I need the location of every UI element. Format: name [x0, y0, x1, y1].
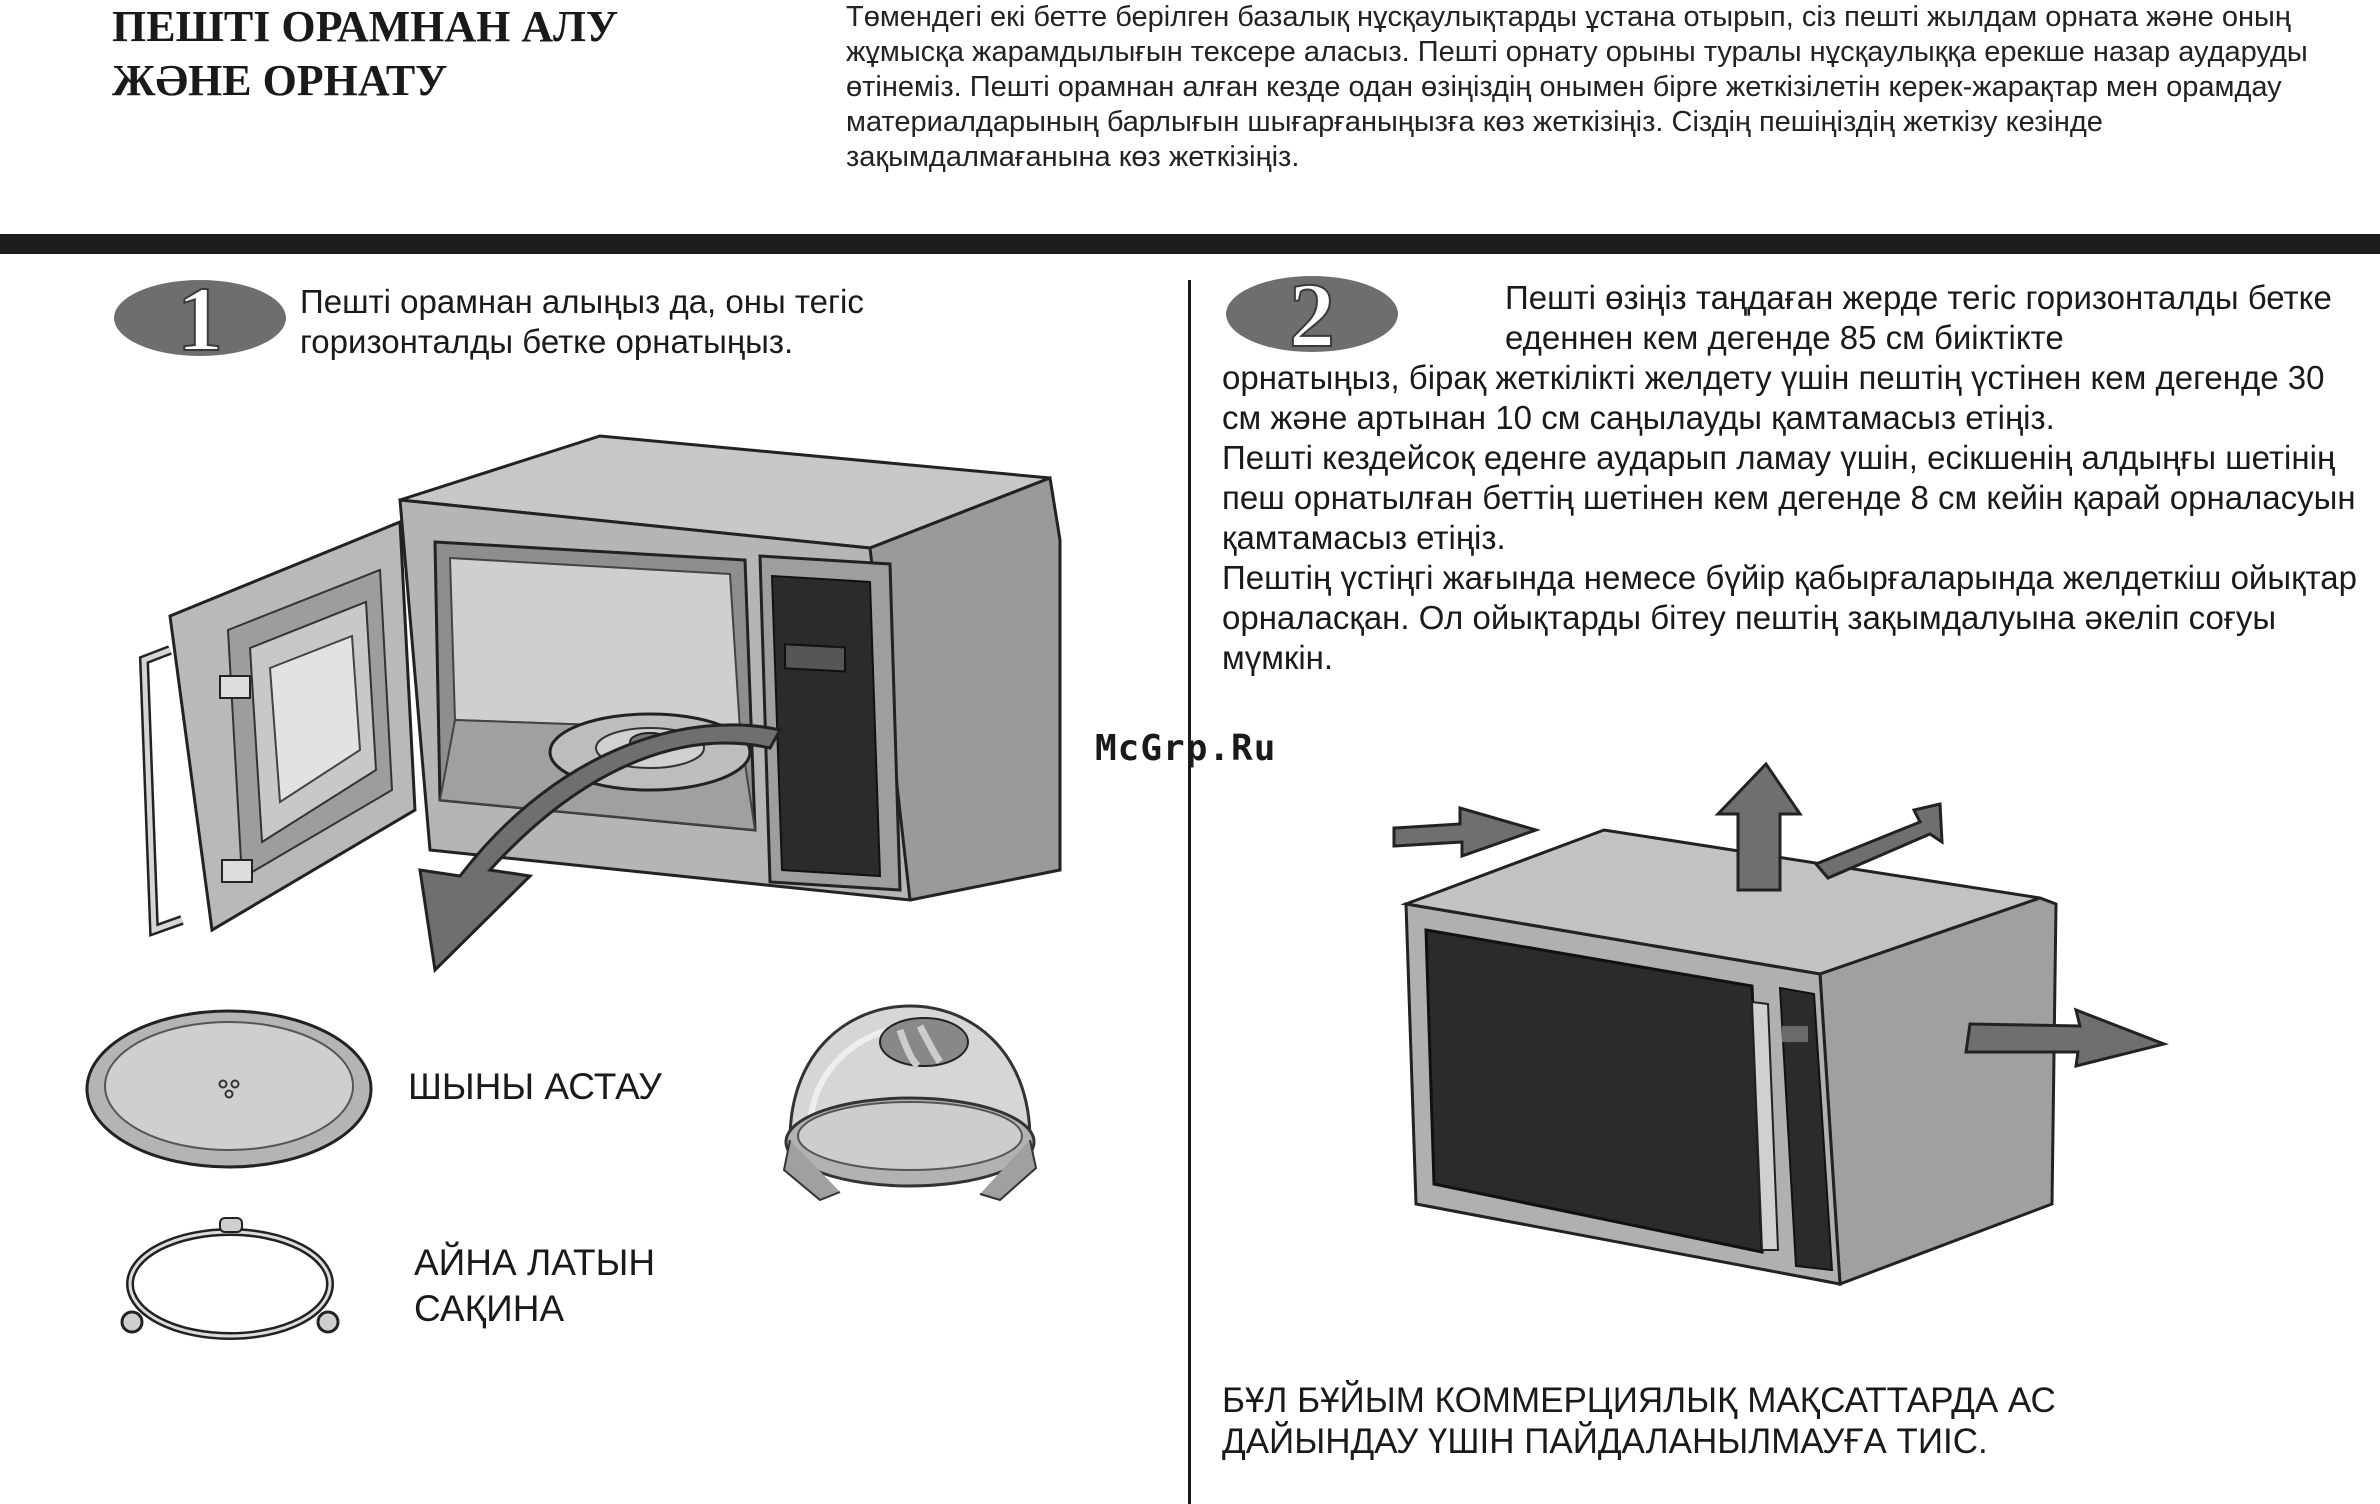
step2-badge: 2 [1226, 263, 1398, 367]
step2-text-rest-1: орнатыңыз, бірақ жеткілікті желдету үшін… [1222, 359, 2325, 436]
roller-ring-icon [120, 1217, 340, 1340]
header-rule [0, 234, 2380, 254]
step2-text-first: Пешті өзіңіз таңдаған жерде тегіс горизо… [1505, 279, 2332, 356]
warning-line1: БҰЛ БҰЙЫМ КОММЕРЦИЯЛЫҚ МАҚСАТТАРДА АС [1222, 1381, 2056, 1420]
column-divider [1188, 280, 1191, 1504]
step1-text: Пешті орамнан алыңыз да, оны тегіс гориз… [300, 283, 864, 360]
step1-number: 1 [177, 268, 223, 370]
intro-paragraph: Төмендегі екі бетте берілген базалық нұс… [846, 1, 2308, 173]
page-title: ПЕШТІ ОРАМНАН АЛУ ЖӘНЕ ОРНАТУ [112, 0, 618, 108]
step2-text-rest-3: Пештің үстіңгі жағында немесе бүйір қабы… [1222, 559, 2357, 676]
roller-ring-label: АЙНА ЛАТЫН САҚИНА [414, 1240, 655, 1332]
warning-line2: ДАЙЫНДАУ ҮШІН ПАЙДАЛАНЫЛМАУҒА ТИІС. [1222, 1422, 1988, 1461]
glass-tray-icon [85, 1009, 373, 1169]
open-microwave-illustration [138, 434, 1062, 974]
page-title-line2: ЖӘНЕ ОРНАТУ [112, 56, 448, 105]
dome-cover-icon [782, 1004, 1038, 1202]
page-title-line1: ПЕШТІ ОРАМНАН АЛУ [112, 2, 619, 51]
step2-text-rest: орнатыңыз, бірақ жеткілікті желдету үшін… [1222, 358, 2372, 678]
roller-ring-label-line2: САҚИНА [414, 1288, 565, 1329]
closed-microwave-illustration [1392, 761, 2169, 1287]
commercial-use-warning: БҰЛ БҰЙЫМ КОММЕРЦИЯЛЫҚ МАҚСАТТАРДА АС ДА… [1222, 1380, 2372, 1462]
step2-number: 2 [1289, 264, 1335, 366]
step2-text-rest-2: Пешті кездейсоқ еденге аударып ламау үші… [1222, 439, 2356, 556]
glass-tray-label: ШЫНЫ АСТАУ [408, 1066, 662, 1107]
step1-badge: 1 [114, 267, 286, 371]
watermark: McGrp.Ru [1095, 728, 1277, 769]
roller-ring-label-line1: АЙНА ЛАТЫН [414, 1242, 656, 1283]
